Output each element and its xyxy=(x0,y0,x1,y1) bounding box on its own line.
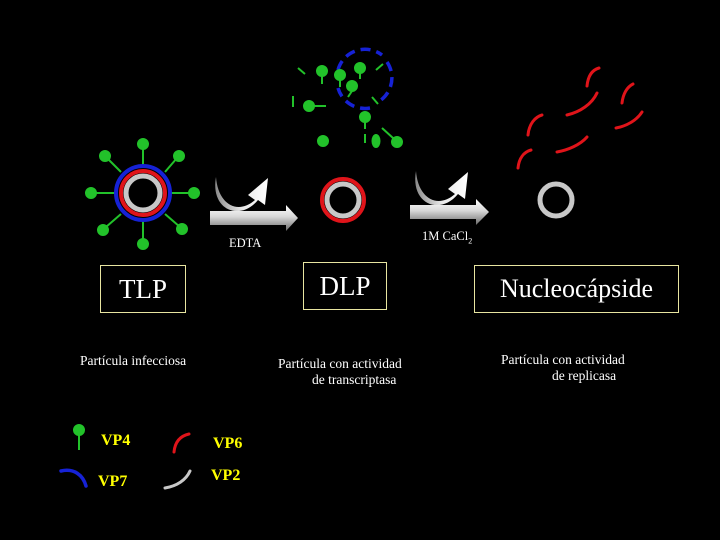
legend-label-vp6: VP6 xyxy=(213,435,243,452)
stage-box-dlp: DLP xyxy=(303,262,387,310)
dlp-vp6-layer xyxy=(320,177,366,223)
legend-label-vp4: VP4 xyxy=(101,432,131,449)
reagent-cacl2-label: 1M CaCl2 xyxy=(422,229,473,246)
stage-description-nucleocapsid: Partícula con actividad de replicasa xyxy=(501,352,625,383)
legend-vp6-icon xyxy=(172,432,191,454)
stage-label-nucleocapsid: Nucleocápside xyxy=(499,274,654,303)
stage-label-tlp: TLP xyxy=(118,273,167,304)
tlp-vp2-core xyxy=(123,173,163,213)
stage-label-dlp: DLP xyxy=(319,270,371,301)
released-vp4 xyxy=(292,62,403,148)
dlp-vp2-core xyxy=(324,181,362,219)
dlp-particle xyxy=(320,177,366,223)
legend-vp7-icon xyxy=(59,468,88,488)
released-vp7 xyxy=(336,47,394,111)
legend-label-vp7: VP7 xyxy=(98,473,128,490)
nucleocapsid-vp2-core xyxy=(537,181,575,219)
transition-arrow-cacl2 xyxy=(410,171,489,225)
reagent-edta-label: EDTA xyxy=(229,236,262,250)
tlp-vp6-layer xyxy=(119,169,167,217)
legend-vp4-icon xyxy=(73,424,85,450)
tlp-vp7-layer xyxy=(114,164,172,222)
stage-description-tlp: Partícula infecciosa xyxy=(80,353,187,368)
legend-vp2-icon xyxy=(163,469,192,490)
tlp-particle xyxy=(85,138,200,250)
legend-label-vp2: VP2 xyxy=(211,467,241,484)
tlp-vp4-spikes xyxy=(85,138,200,250)
stage-box-nucleocapsid: Nucleocápside xyxy=(474,265,679,313)
stage-description-dlp: Partícula con actividad de transcriptasa xyxy=(278,356,402,387)
released-vp6 xyxy=(516,66,644,170)
stage-box-tlp: TLP xyxy=(100,265,186,313)
transition-arrow-edta xyxy=(210,177,298,231)
